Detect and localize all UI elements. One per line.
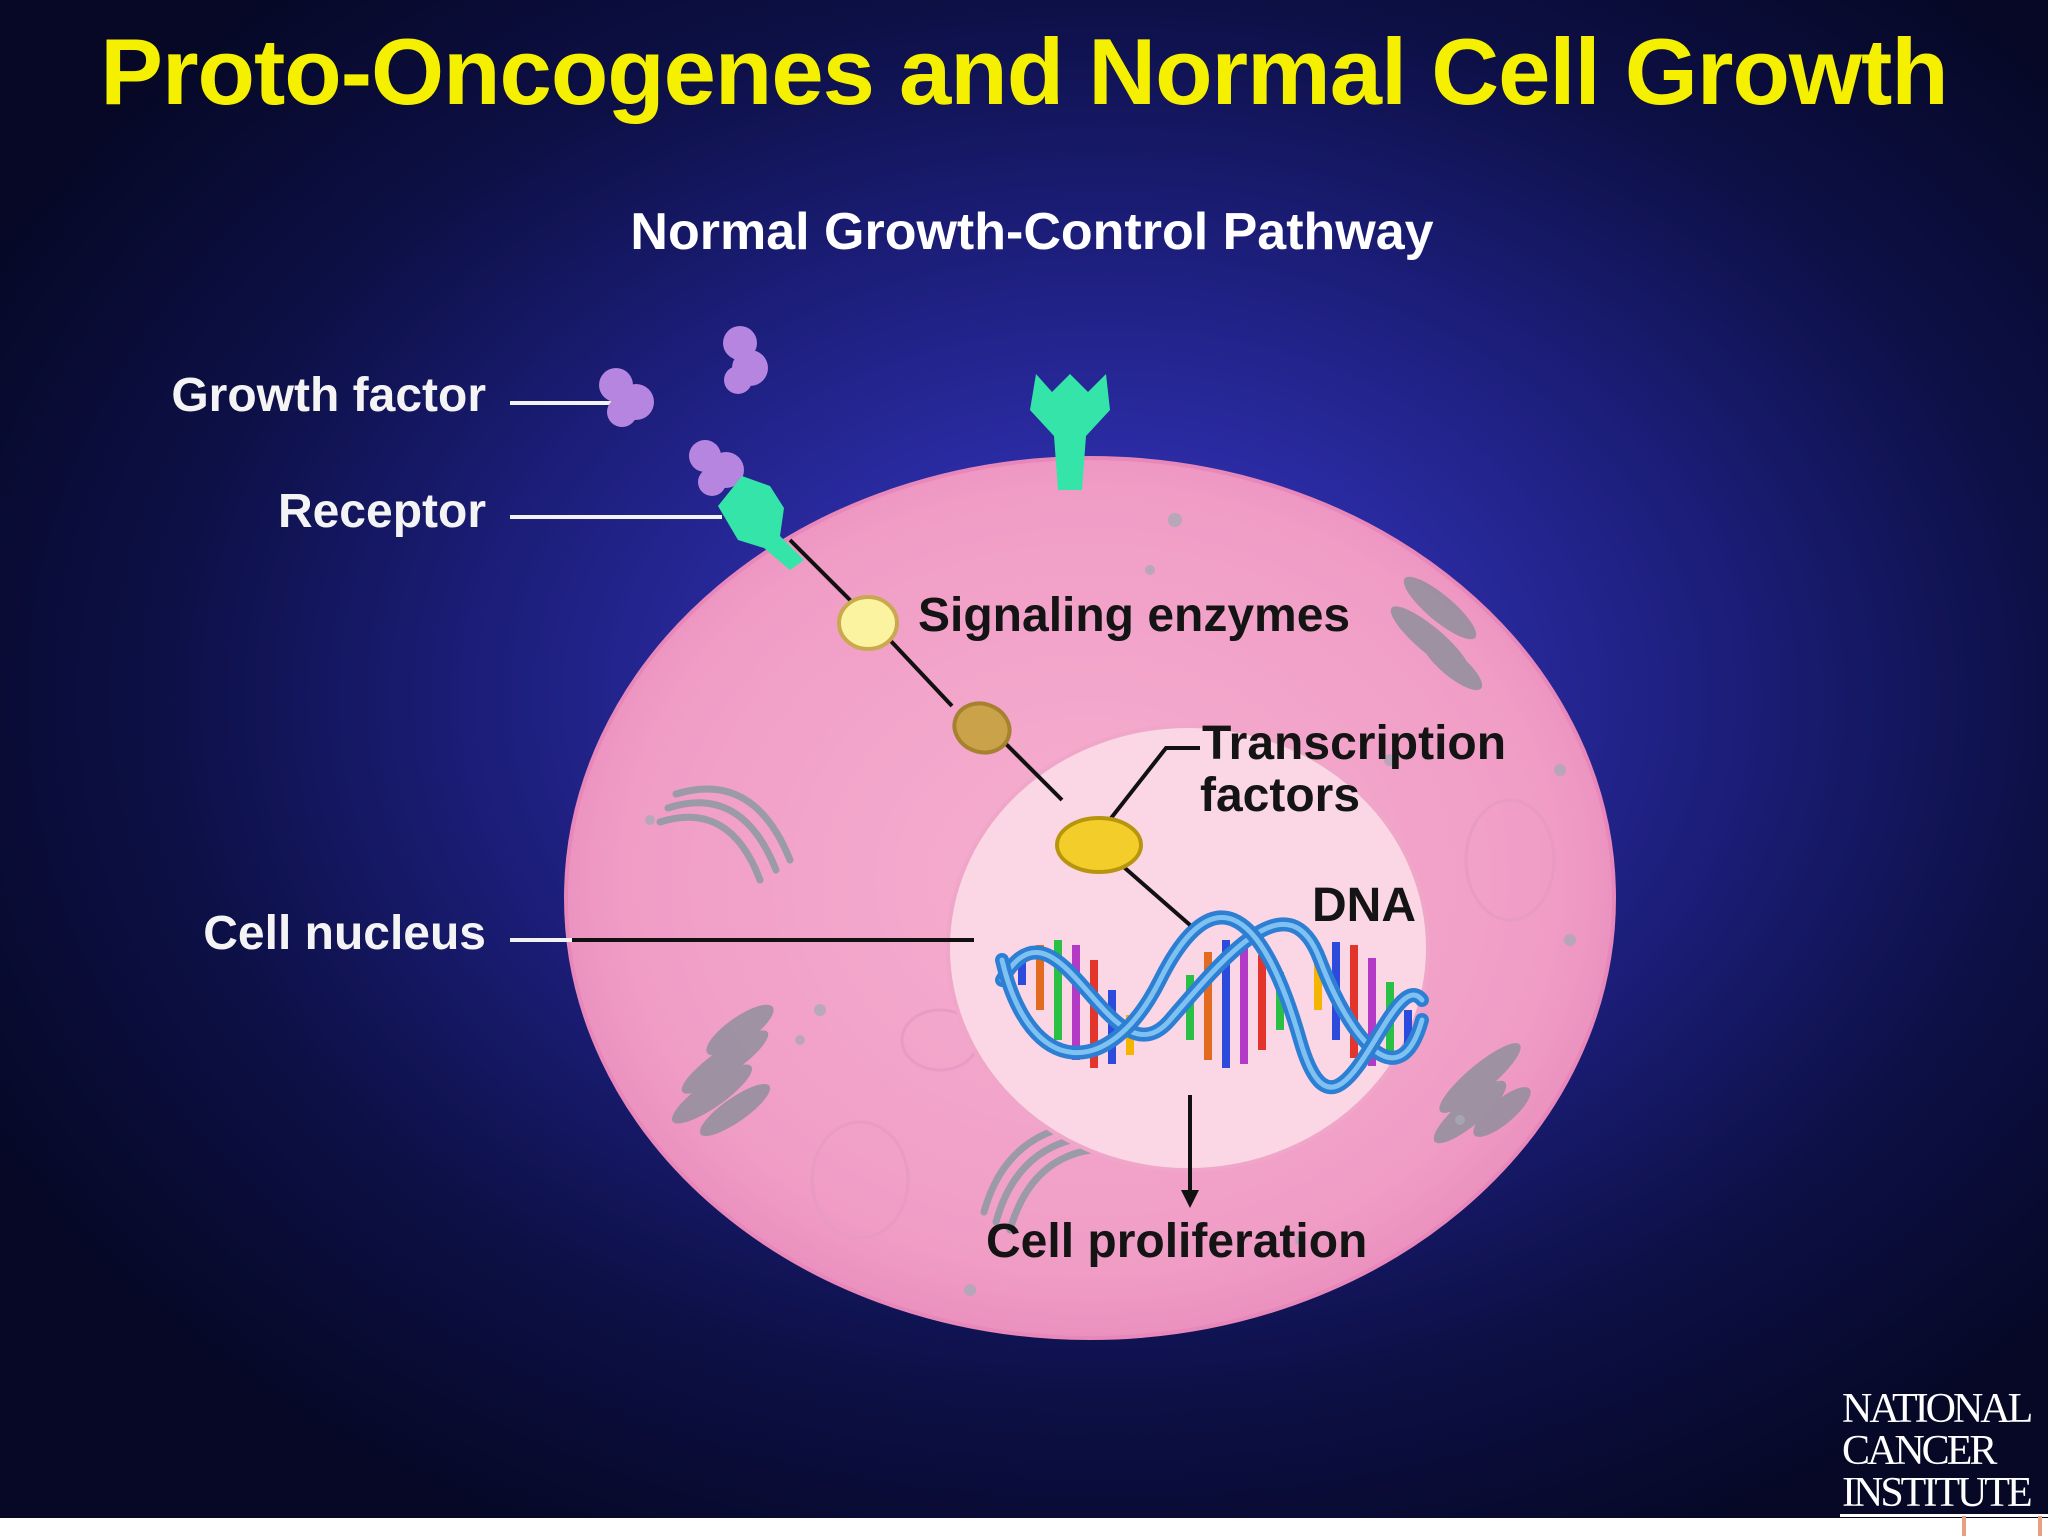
- leader-lines: [510, 401, 1200, 942]
- growth-factors: [599, 326, 768, 496]
- signaling-enzymes-label: Signaling enzymes: [918, 589, 1351, 642]
- transcription-factors-label-line2: factors: [1200, 769, 1361, 822]
- dna-strand-b-highlight: [999, 915, 1425, 1090]
- diagram-title: Normal Growth-Control Pathway: [630, 203, 1434, 261]
- transcription-factor-shape: [1055, 816, 1143, 874]
- receptor-label: Receptor: [277, 485, 486, 538]
- vesicles: [645, 513, 1576, 1296]
- proliferation-arrow: [1181, 1095, 1199, 1208]
- golgi-clusters: [671, 576, 1531, 1144]
- dna-label: DNA: [1312, 879, 1416, 932]
- logo-rule: [1840, 1514, 2048, 1517]
- bottom-strip: [0, 1518, 2048, 1536]
- dna-helix: [995, 910, 1429, 1095]
- logo-line-1: NATIONAL: [1842, 1388, 2033, 1432]
- logo-line-3: INSTITUTE: [1842, 1470, 2033, 1516]
- logo-line-2: CANCER: [1842, 1428, 1997, 1474]
- signaling-enzyme-light: [837, 595, 899, 651]
- pathway-connectors: [788, 538, 1192, 927]
- cell-proliferation-label: Cell proliferation: [986, 1215, 1368, 1268]
- slide-title: Proto-Oncogenes and Normal Cell Growth: [100, 19, 1948, 124]
- nci-logo: NATIONAL CANCER INSTITUTE: [1840, 1388, 2048, 1518]
- receptors: [718, 374, 1110, 570]
- transcription-factors-label-line1: Transcription: [1202, 717, 1507, 770]
- growth-factor-label: Growth factor: [171, 369, 486, 422]
- signaling-enzyme-mid: [952, 701, 1012, 755]
- cell-nucleus-label: Cell nucleus: [203, 907, 486, 960]
- corner-decoration: [1962, 1516, 2042, 1536]
